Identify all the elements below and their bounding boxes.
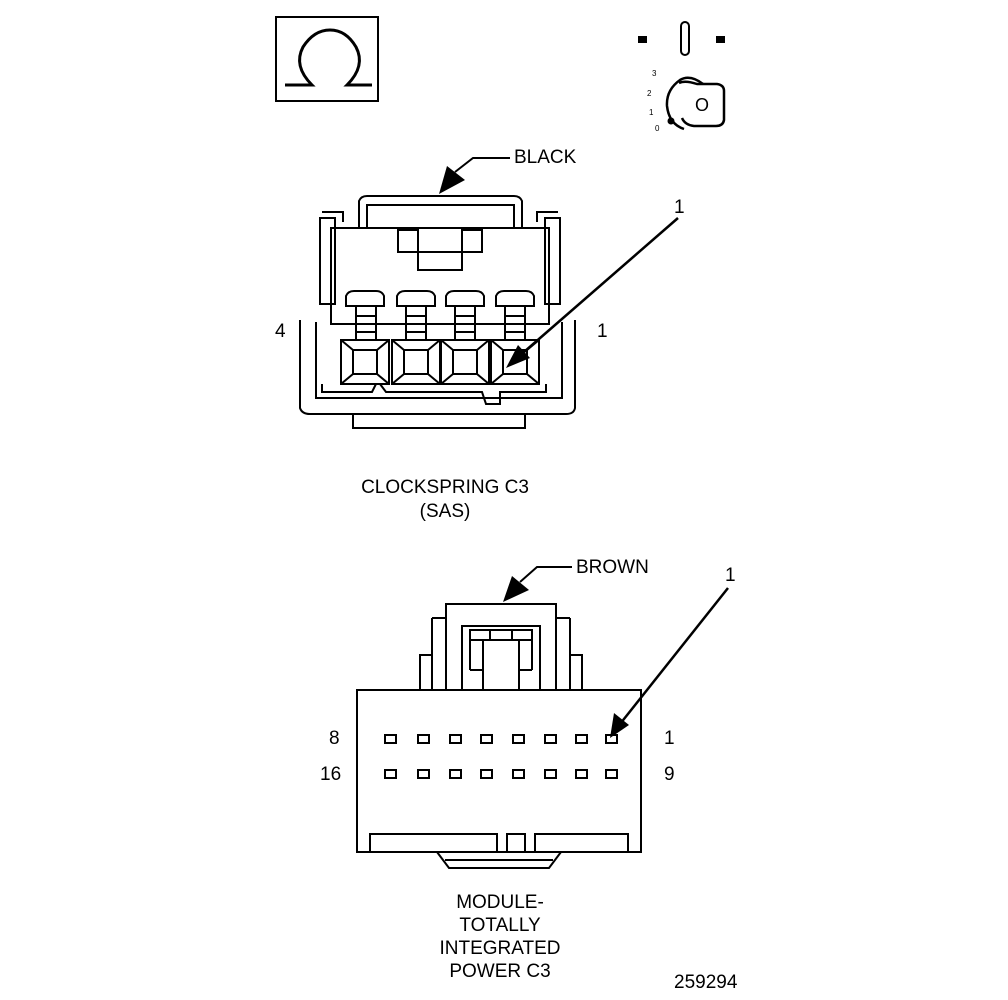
connector2-row2-left: 16 (320, 764, 342, 785)
connector2-name-line: TOTALLY (459, 915, 541, 936)
pin1-callout-arrow-icon-2 (610, 587, 729, 738)
black-label-leader-icon (439, 157, 510, 194)
connector2-pin-callout: 1 (725, 565, 736, 586)
connector1-name: CLOCKSPRING C3 (361, 477, 529, 498)
connector2-name-line: POWER C3 (449, 961, 551, 982)
figure-number: 259294 (674, 972, 738, 993)
ignition-position-label: 1 (649, 108, 654, 117)
connector2-color-label: BROWN (576, 557, 649, 578)
ignition-key-icon (638, 21, 726, 131)
connector1-pin-callout: 1 (674, 197, 685, 218)
ignition-position-label: 2 (647, 89, 652, 98)
ignition-position-label: 0 (655, 124, 660, 133)
omega-symbol-icon (275, 16, 379, 102)
tipm-connector-drawing (356, 603, 642, 869)
connector2-row1-left: 8 (329, 728, 340, 749)
connector1-end-right: 1 (597, 321, 608, 342)
ignition-key-label: O (695, 95, 710, 115)
connector2-row2-right: 9 (664, 764, 675, 785)
connector2-row1-right: 1 (664, 728, 675, 749)
clockspring-connector-drawing (299, 195, 576, 429)
brown-label-leader-icon (503, 566, 572, 602)
connector1-subname: (SAS) (419, 501, 471, 522)
tipm-pin-cavities (384, 734, 618, 779)
pin1-callout-arrow-icon (506, 217, 679, 368)
connector1-color-label: BLACK (514, 147, 577, 168)
ignition-position-label: 3 (652, 69, 657, 78)
connector2-name-line: MODULE- (456, 892, 544, 913)
connector2-name-line: INTEGRATED (439, 938, 561, 959)
connector1-end-left: 4 (275, 321, 286, 342)
